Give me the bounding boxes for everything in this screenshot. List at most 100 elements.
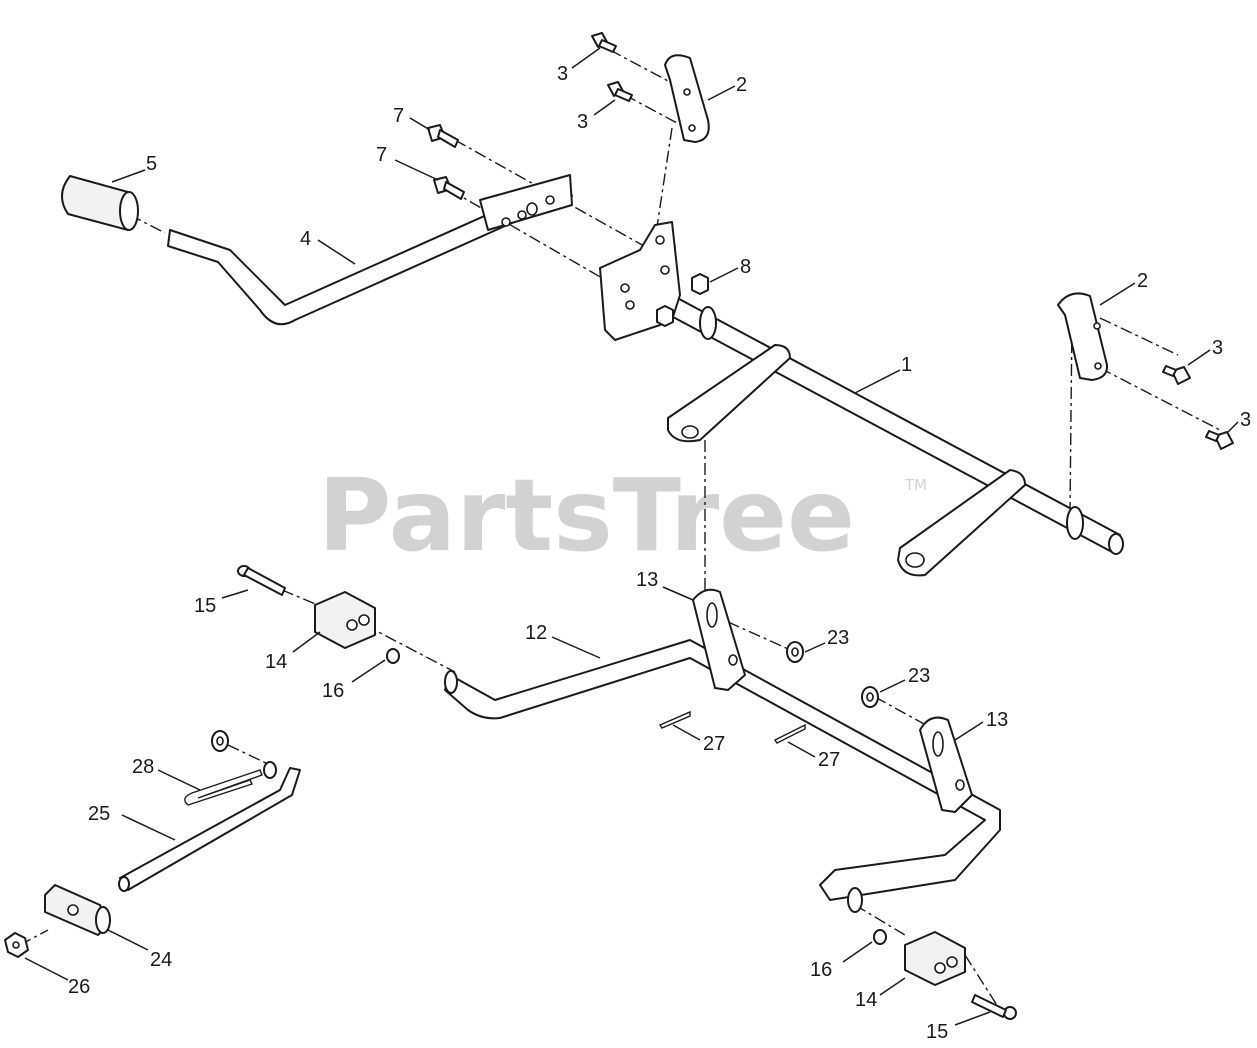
watermark-brand: PartsTree — [318, 457, 855, 574]
spacer-icon — [873, 929, 887, 945]
bracket-slot — [706, 602, 718, 628]
link-rod-end — [118, 876, 130, 892]
pin-shank-icon — [971, 994, 1007, 1018]
bolt-shank-icon — [437, 129, 459, 148]
callout-label: 16 — [810, 959, 832, 981]
callout-label: 14 — [265, 651, 287, 673]
callout-label: 3 — [557, 63, 568, 85]
leader-line — [804, 642, 826, 653]
pivot-block-rear — [904, 931, 966, 986]
rock-shaft-end — [1108, 533, 1124, 555]
washer-hole — [866, 692, 874, 702]
nut-icon — [656, 305, 674, 327]
link-rod-bar — [119, 767, 301, 891]
nut-hole — [12, 941, 20, 949]
shaft-collar — [1066, 506, 1084, 540]
cotter-pin-icon — [773, 723, 806, 744]
leader-line — [662, 586, 694, 601]
alignment-line — [364, 624, 456, 673]
washer-hole — [216, 736, 224, 746]
leader-line — [351, 659, 386, 683]
callout-label: 23 — [827, 627, 849, 649]
alignment-line — [1069, 317, 1073, 511]
lift-rod — [444, 639, 1001, 913]
hook-bracket-body — [1057, 292, 1109, 381]
washers-23 — [786, 641, 879, 708]
leader-line — [854, 369, 901, 394]
hair-pin-clip-icon — [184, 769, 263, 806]
callout-label: 3 — [1240, 409, 1251, 431]
hook-bracket-rear — [1057, 292, 1109, 381]
block-hole — [346, 619, 358, 631]
alignment-line — [1099, 367, 1221, 431]
spacer-icon — [386, 648, 400, 664]
lift-lever — [167, 174, 573, 326]
hook-hole — [683, 88, 691, 96]
alignment-line — [1099, 317, 1179, 356]
callout-label: 26 — [68, 976, 90, 998]
callout-label: 7 — [393, 105, 404, 127]
leader-line — [107, 929, 149, 951]
callout-label: 15 — [194, 595, 216, 617]
plate-hole — [625, 300, 635, 310]
block-hole — [946, 956, 958, 968]
collar-end — [95, 906, 111, 934]
leader-line — [787, 741, 816, 758]
callout-label: 3 — [1212, 337, 1223, 359]
lever-hole — [501, 217, 511, 227]
leader-lines — [24, 47, 1239, 1026]
pivot-block-front — [314, 591, 376, 649]
callout-label: 28 — [132, 756, 154, 778]
callout-label: 14 — [855, 989, 877, 1011]
hair-pin-clip — [184, 769, 263, 806]
rod-bracket-body — [692, 588, 746, 691]
bracket-slot — [932, 731, 944, 757]
leader-line — [842, 941, 873, 963]
lever-hole — [545, 195, 555, 205]
callout-label: 25 — [88, 803, 110, 825]
bracket-hole — [728, 654, 738, 666]
lock-nut — [4, 932, 29, 958]
callout-label: 7 — [376, 144, 387, 166]
alignment-line — [854, 904, 906, 936]
leader-line — [317, 239, 356, 265]
callout-label: 13 — [986, 709, 1008, 731]
link-rod — [118, 730, 301, 892]
lever-hole — [526, 202, 538, 216]
pivot-plate — [599, 221, 709, 341]
leader-line — [292, 631, 321, 653]
callout-label: 12 — [525, 622, 547, 644]
callout-label: 16 — [322, 680, 344, 702]
bolts-7 — [427, 124, 465, 200]
pin-shank-icon — [243, 567, 286, 596]
arm-pivot-hole — [905, 552, 925, 568]
leader-line — [394, 159, 439, 181]
bolt-shank-icon — [1205, 430, 1220, 442]
bolt-shank-icon — [1162, 365, 1177, 377]
leader-line — [707, 85, 736, 101]
bracket-hole — [955, 779, 965, 791]
leader-line — [1227, 421, 1239, 433]
callout-label: 27 — [703, 733, 725, 755]
alignment-line — [227, 744, 271, 766]
bolt-shank-icon — [598, 39, 617, 53]
block-hole — [934, 962, 946, 974]
lever-hole — [517, 210, 527, 220]
leader-line — [954, 721, 984, 741]
alignment-line — [449, 189, 641, 301]
leader-line — [571, 47, 601, 69]
plate-hole — [660, 265, 670, 275]
pivot-block-body — [904, 931, 966, 986]
rod-collar — [44, 884, 111, 936]
bolts-3 — [591, 32, 1234, 450]
leader-line — [1099, 282, 1136, 306]
hook-hole — [688, 124, 696, 132]
leader-line — [157, 769, 201, 791]
rod-bracket-rear — [919, 716, 973, 813]
rod-bracket-body — [919, 716, 973, 813]
leader-line — [593, 99, 616, 116]
plate-hole — [655, 235, 665, 245]
callout-label: 2 — [1137, 270, 1148, 292]
